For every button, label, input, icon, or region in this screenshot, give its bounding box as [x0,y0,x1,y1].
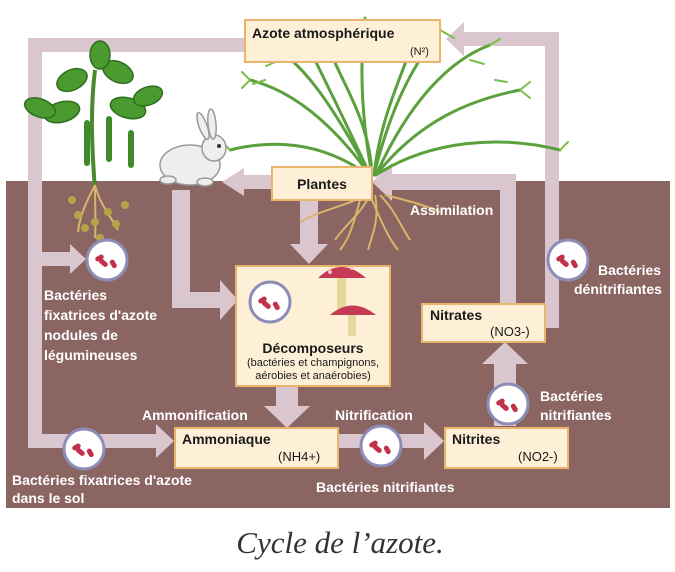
arrowhead-atmosphere [446,22,464,56]
label-soil-bacteria-1: Bactéries fixatrices d'azote [12,472,192,488]
arrow-plants-to-rabbit [242,175,272,189]
arrow-right-top [462,32,559,46]
nitrites-title: Nitrites [452,431,500,447]
bacteria-icon [359,424,403,468]
bacteria-icon [85,238,129,282]
arrow-assimilation-horizontal [390,174,516,190]
label-assimilation: Assimilation [410,202,493,218]
nitrates-title: Nitrates [430,307,482,323]
arrowhead-ammonia-top [264,406,310,428]
decomposers-line2: aérobies et anaérobies) [255,370,371,382]
ammonia-formula: (NH4+) [278,449,320,464]
label-nitrifying-right-2: nitrifiantes [540,407,612,423]
atmospheric-nitrogen-box: Azote atmosphérique (N²) [244,19,441,63]
label-nitrifying-right-1: Bactéries [540,388,603,404]
bacteria-icon [486,382,530,426]
arrowhead-decomposers-top [290,244,328,264]
label-nodule-bacteria-1: Bactéries [44,287,107,303]
label-soil-bacteria-2: dans le sol [12,490,84,506]
arrow-left-vertical [28,38,42,448]
arrowhead-ammonia [156,424,174,458]
arrow-top-left [28,38,248,52]
arrow-rabbit-right [172,292,222,308]
label-denitrifying-1: Bactéries [598,262,661,278]
atmospheric-nitrogen-formula: (N²) [410,46,429,58]
rabbit-illustration [159,108,227,187]
arrowhead-plants-right [372,163,392,201]
diagram-caption: Cycle de l’azote. [236,525,443,560]
arrowhead-decomposers-left [220,280,238,320]
arrow-decomposers-down [276,386,298,408]
nitrates-box: Nitrates (NO3-) [421,303,546,343]
nitrites-box: Nitrites (NO2-) [444,427,569,469]
decomposers-title: Décomposeurs [262,340,363,356]
arrowhead-rabbit [222,168,244,196]
arrowhead-nitrates [482,342,528,364]
arrow-plants-down [300,198,318,246]
mushroom-icon [318,266,376,336]
bacteria-icon [248,280,292,324]
arrow-rabbit-down [172,190,190,308]
arrow-to-nodule-bacteria [42,252,72,266]
plants-box: Plantes [271,166,373,201]
label-nitrifying-bacteria-bottom: Bactéries nitrifiantes [316,479,455,495]
label-nodule-bacteria-3: nodules de [44,327,118,343]
label-nodule-bacteria-4: légumineuses [44,347,138,363]
bacteria-icon [62,427,106,471]
decomposers-line1: (bactéries et champignons, [247,357,379,369]
cycle-arrows [28,22,559,460]
label-denitrifying-2: dénitrifiantes [574,281,662,297]
arrowhead-nitrites [424,422,444,460]
label-nodule-bacteria-2: fixatrices d'azote [44,307,157,323]
bacteria-icon [546,238,590,282]
label-nitrification: Nitrification [335,407,413,423]
legume-plant-illustration [23,40,164,242]
plants-title: Plantes [297,176,347,192]
label-ammonification: Ammonification [142,407,248,423]
ammonia-title: Ammoniaque [182,431,271,447]
ammonia-box: Ammoniaque (NH4+) [174,427,339,469]
arrow-assimilation-vertical [500,178,516,304]
arrowhead-nodule [70,244,86,274]
nitrates-formula: (NO3-) [490,324,530,339]
arrow-right-up [545,38,559,328]
nitrites-formula: (NO2-) [518,449,558,464]
atmospheric-nitrogen-title: Azote atmosphérique [252,25,395,41]
